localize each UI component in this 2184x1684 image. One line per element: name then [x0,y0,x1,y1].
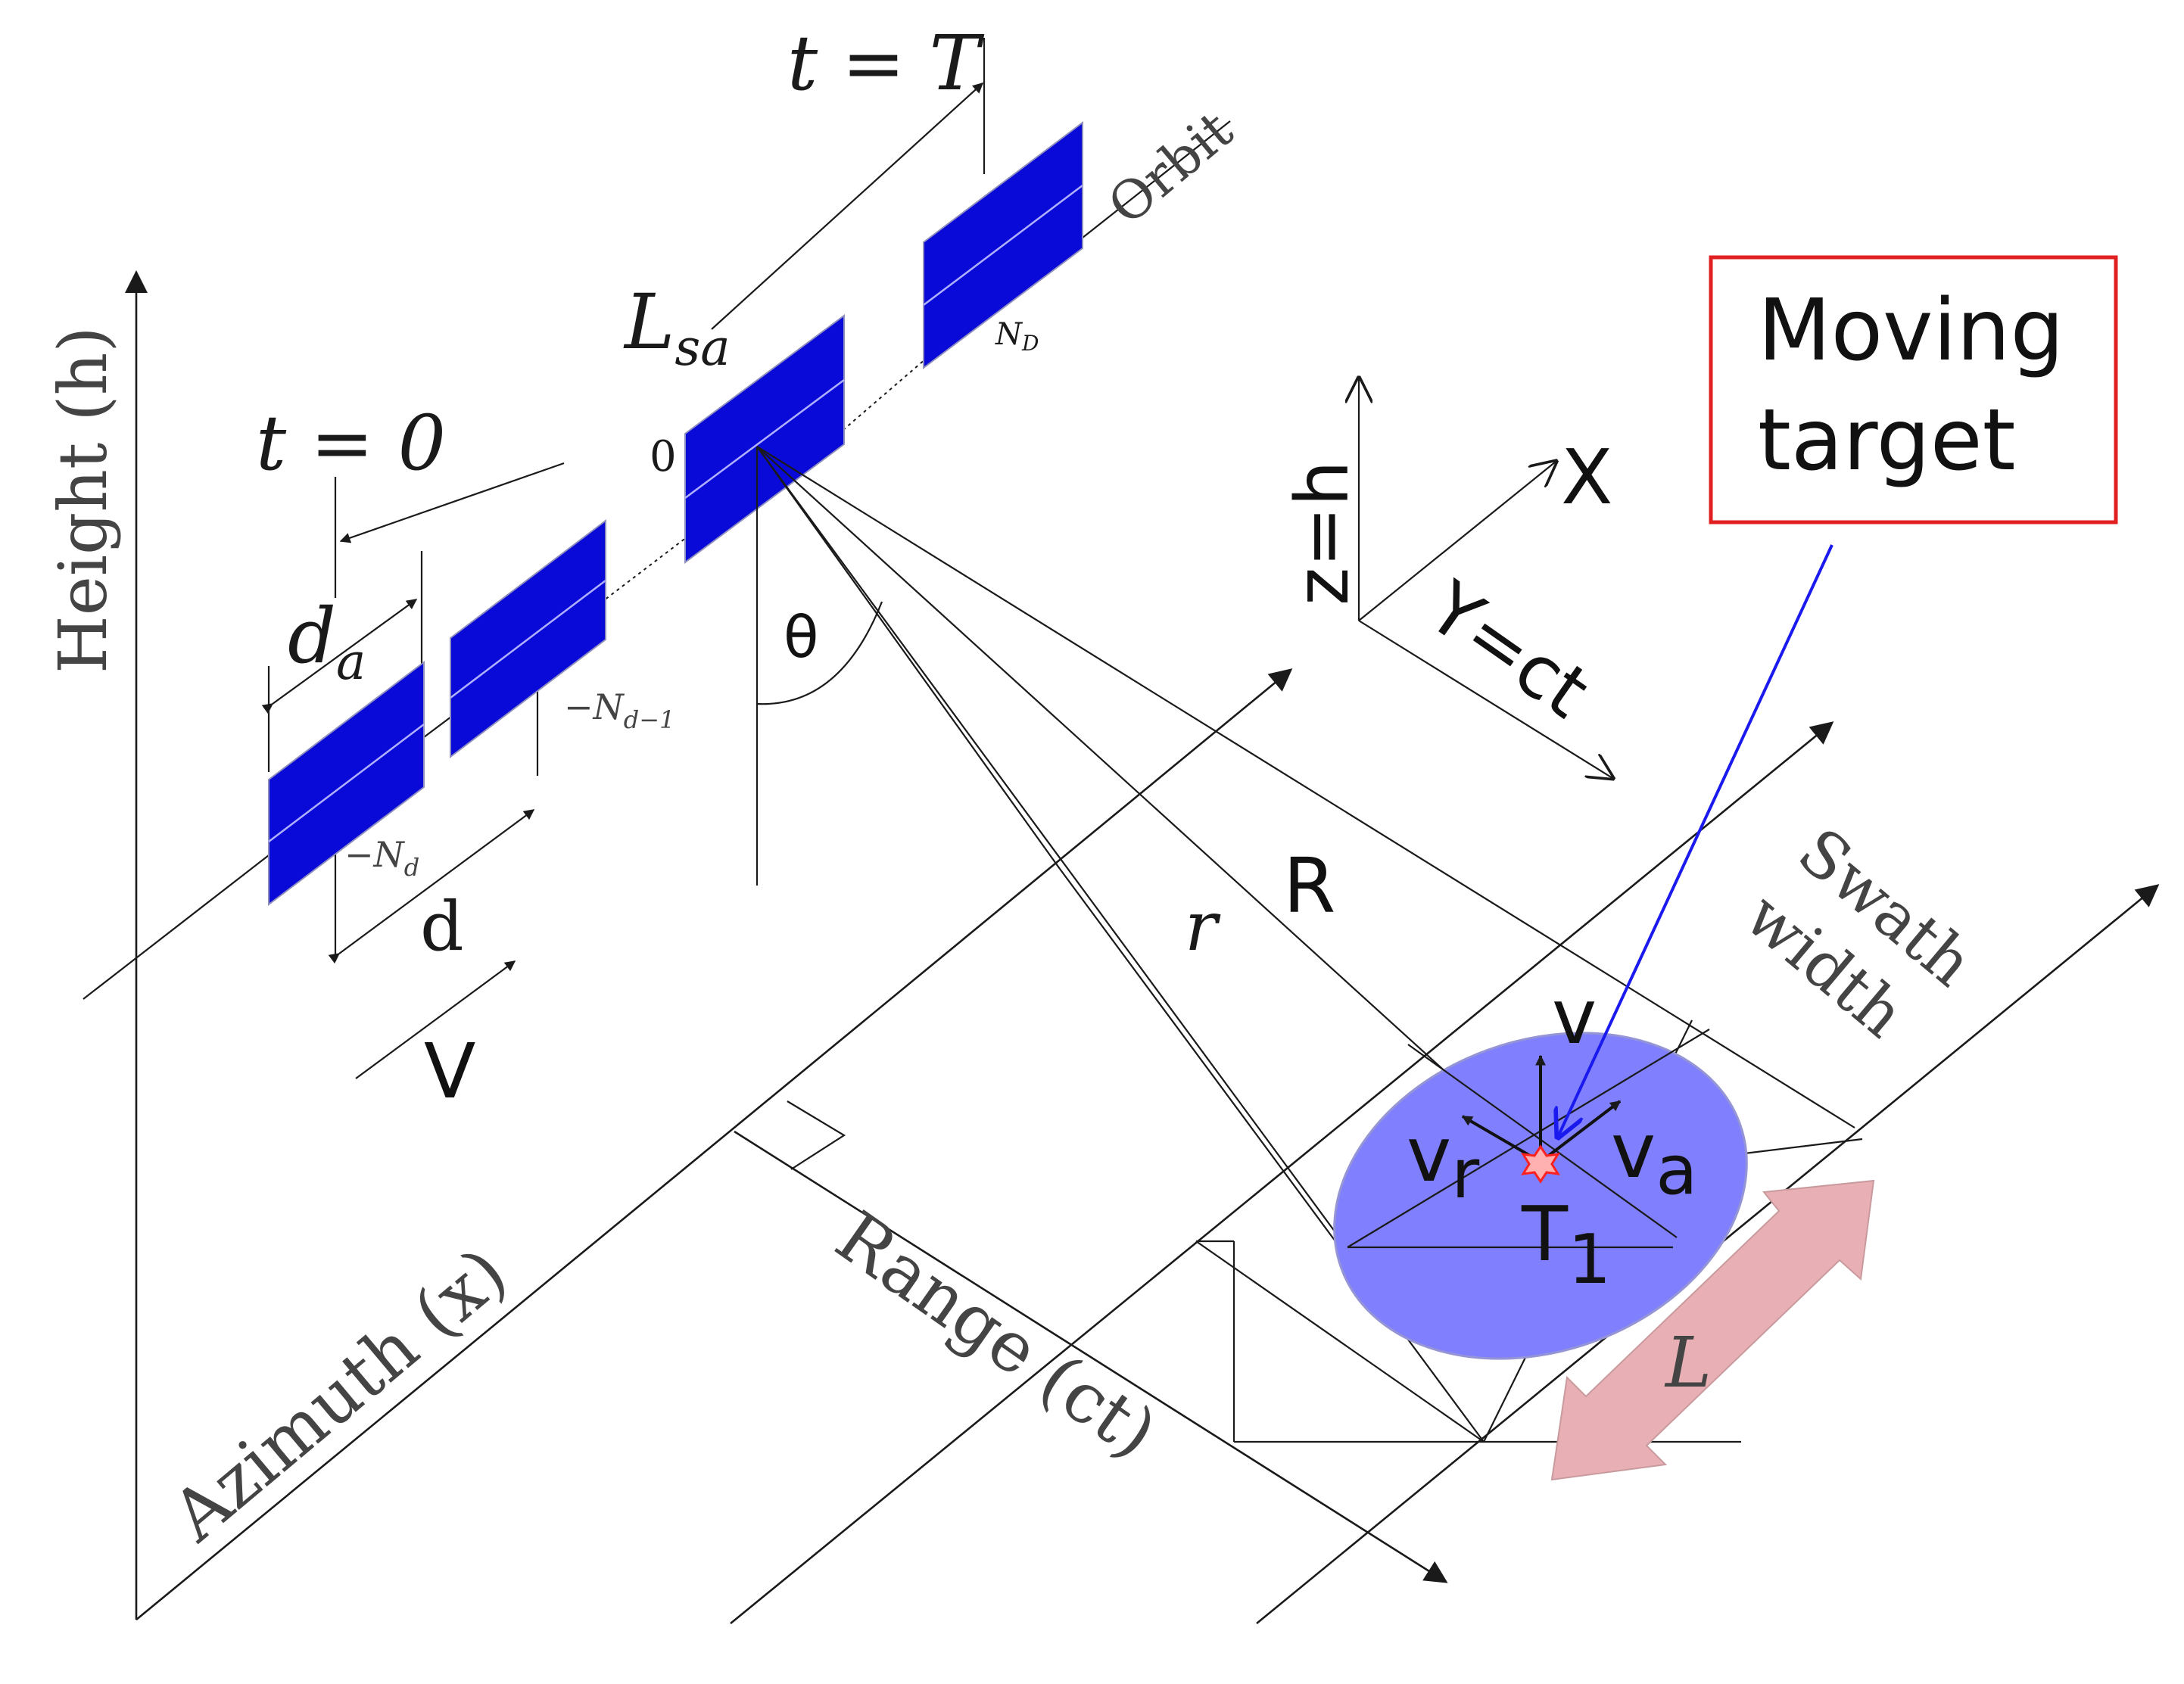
coordinate-triad [1359,378,1612,778]
antenna-panel-pos-nd [923,120,1083,370]
target-label: T1 [1521,1190,1611,1300]
x-axis-label: X [1561,433,1613,521]
v-label: v [1552,973,1597,1061]
beam-lines [756,446,1855,1250]
height-axis-label: Height (h) [44,326,122,674]
moving-target-line2: target [1758,391,2016,490]
velocity-label: V [424,1027,475,1116]
callout-pointer-arrow [1558,544,1834,1137]
t-start-label: t = 0 [256,399,446,487]
v-a-label: va [1611,1107,1697,1210]
r-label: r [1185,887,1221,967]
v-r-label: vr [1407,1110,1479,1214]
moving-target-line1: Moving [1758,282,2064,380]
nd-neg1-label: −Nd−1 [564,686,675,734]
length-double-arrow [1550,1179,1875,1481]
velocity-arrow [355,960,516,1079]
antenna-panel-zero [684,314,845,564]
R-label: R [1283,842,1335,930]
nd-neg-label: −Nd [344,834,419,882]
range-axis-label: Range (ct) [821,1196,1170,1474]
z-axis-label: z=h [1280,460,1365,605]
d-a-spacing [261,551,423,772]
y-axis-label: Y=ct [1413,565,1604,735]
d-a-label: da [288,592,366,691]
t-end-label: t = T [787,19,985,107]
d-label: d [420,887,464,967]
antenna-panel-neg-nd-1 [450,518,606,759]
azimuth-axis-label: Azimuth (x) [157,1232,522,1558]
target-marker [1521,1144,1560,1184]
aperture-length-label: Lsa [623,278,731,377]
footprint-ellipse [1333,1029,1748,1360]
antenna-panel-neg-nd [268,660,425,907]
aperture-length-arrow [334,38,986,598]
moving-target-callout [1709,255,2118,524]
orbit-label: Orbit [1096,99,1244,237]
nd-pos-label: ND [995,317,1039,356]
theta-label: θ [784,603,819,671]
zero-label: 0 [650,432,677,481]
L-label: L [1664,1322,1712,1403]
azimuth-axis-line [136,668,1293,1621]
